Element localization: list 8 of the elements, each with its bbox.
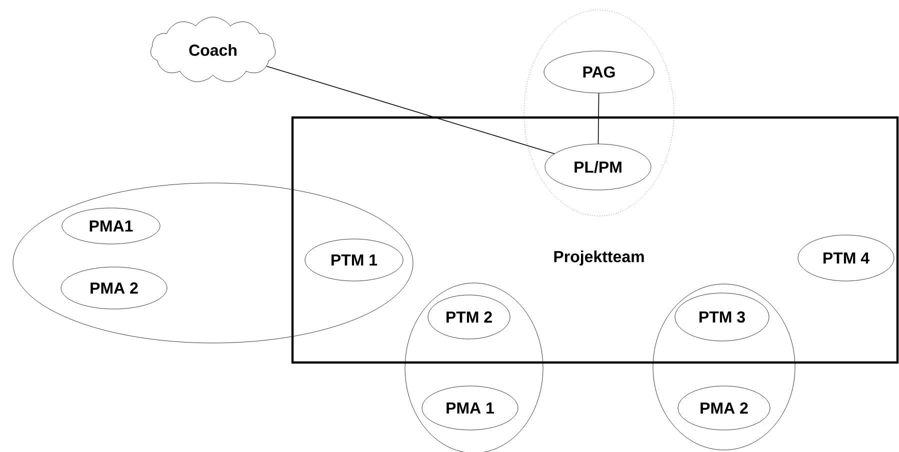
connector-line [266, 66, 555, 154]
team-label: Projektteam [554, 250, 644, 266]
group-ellipse [652, 284, 796, 450]
group-ellipse [524, 10, 674, 216]
group-ellipse [12, 182, 414, 344]
connector-line [598, 92, 600, 144]
team-box [291, 116, 899, 364]
cloud: Coach [150, 16, 276, 82]
